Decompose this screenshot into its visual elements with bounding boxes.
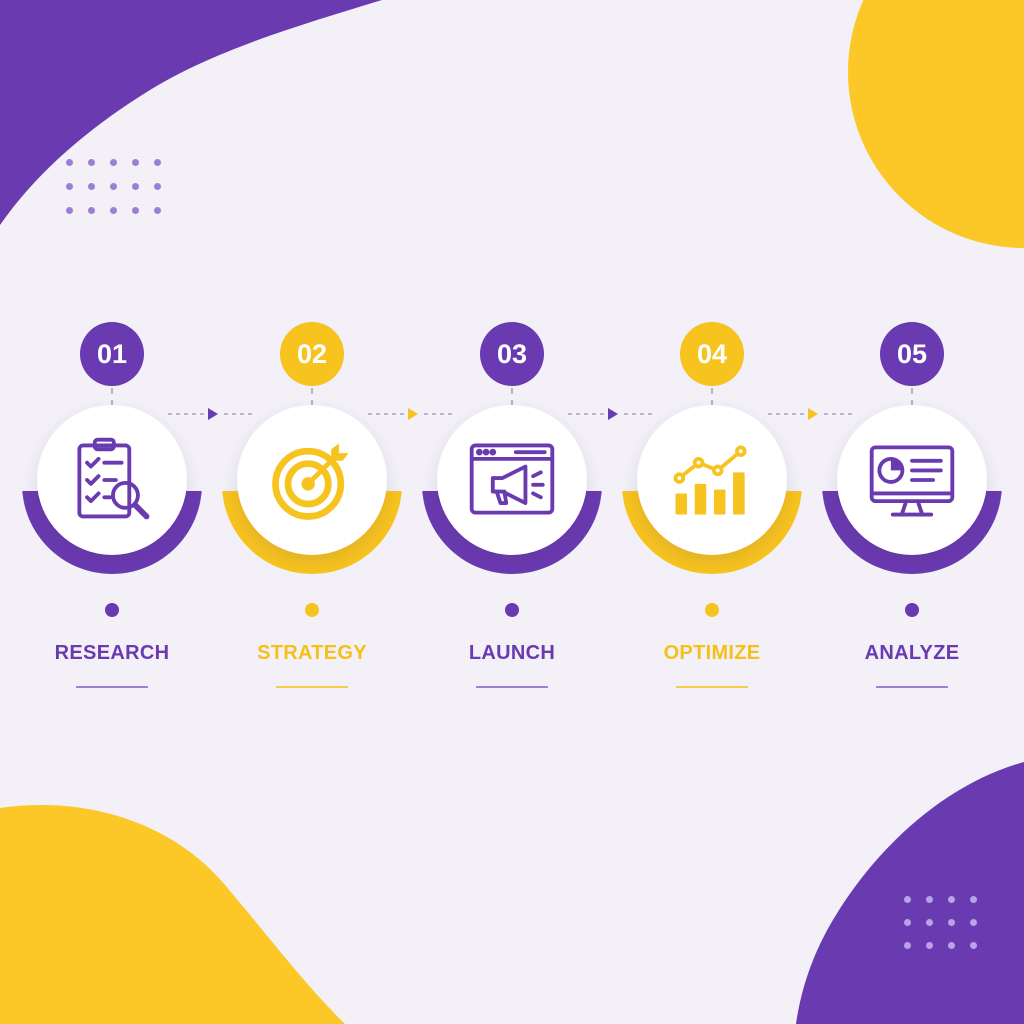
step-number-badge: 02 — [280, 322, 344, 386]
top-right-yellow-circle — [848, 0, 1024, 248]
decor-dot — [948, 896, 955, 903]
step-strategy: 02 STRATEGY — [212, 320, 412, 700]
step-icon-disk — [837, 405, 987, 555]
step-icon-disk — [437, 405, 587, 555]
decor-dot — [926, 896, 933, 903]
step-number-badge: 04 — [680, 322, 744, 386]
connector-arrow-4-5 — [768, 408, 856, 420]
step-dot — [705, 603, 719, 617]
step-label: RESEARCH — [54, 642, 170, 664]
decor-dot — [154, 207, 161, 214]
decor-dot — [154, 183, 161, 190]
decor-dot — [904, 919, 911, 926]
decor-dot — [66, 207, 73, 214]
dot-grid-bottom — [904, 896, 977, 949]
step-dot — [505, 603, 519, 617]
decor-dot — [88, 159, 95, 166]
step-dot — [105, 603, 119, 617]
monitor-dashboard-icon — [869, 445, 955, 517]
decor-dot — [132, 159, 139, 166]
step-analyze: 05 ANALYZE — [812, 320, 1012, 700]
decor-dot — [88, 207, 95, 214]
step-label: STRATEGY — [257, 642, 367, 664]
growth-chart-icon — [673, 445, 747, 515]
decor-dot — [970, 919, 977, 926]
decor-dot — [904, 942, 911, 949]
decor-dot — [132, 207, 139, 214]
step-number-badge: 01 — [80, 322, 144, 386]
step-dot — [305, 603, 319, 617]
step-number-badge: 03 — [480, 322, 544, 386]
step-icon-disk — [37, 405, 187, 555]
decor-dot — [66, 183, 73, 190]
decor-dot — [110, 159, 117, 166]
decor-dot — [948, 919, 955, 926]
top-left-purple-blob — [0, 0, 382, 225]
decor-dot — [926, 942, 933, 949]
step-underline — [676, 686, 748, 688]
browser-megaphone-icon — [469, 443, 555, 515]
step-label: ANALYZE — [864, 642, 960, 664]
step-icon-disk — [637, 405, 787, 555]
step-label: LAUNCH — [468, 642, 556, 664]
step-research: 01 RESEARCH — [12, 320, 212, 700]
step-launch: 03 LAUNCH — [412, 320, 612, 700]
step-optimize: 04 OPTIMIZE — [612, 320, 812, 700]
decor-dot — [88, 183, 95, 190]
step-dot — [905, 603, 919, 617]
step-underline — [876, 686, 948, 688]
decor-dot — [948, 942, 955, 949]
decor-dot — [110, 207, 117, 214]
dot-grid-top — [66, 159, 161, 214]
clipboard-search-icon — [77, 437, 150, 520]
decor-dot — [66, 159, 73, 166]
connector-arrow-1-2 — [168, 408, 256, 420]
decor-dot — [970, 896, 977, 903]
connector-arrow-2-3 — [368, 408, 456, 420]
decor-dot — [154, 159, 161, 166]
step-icon-disk — [237, 405, 387, 555]
step-number-badge: 05 — [880, 322, 944, 386]
step-underline — [276, 686, 348, 688]
decor-dot — [110, 183, 117, 190]
step-label: OPTIMIZE — [663, 642, 761, 664]
connector-arrow-3-4 — [568, 408, 656, 420]
bottom-left-yellow-blob — [0, 805, 345, 1024]
target-icon — [272, 443, 349, 520]
step-underline — [76, 686, 148, 688]
decor-dot — [970, 942, 977, 949]
decor-dot — [926, 919, 933, 926]
decor-dot — [904, 896, 911, 903]
bottom-right-purple-blob — [796, 762, 1024, 1024]
step-underline — [476, 686, 548, 688]
decor-dot — [132, 183, 139, 190]
